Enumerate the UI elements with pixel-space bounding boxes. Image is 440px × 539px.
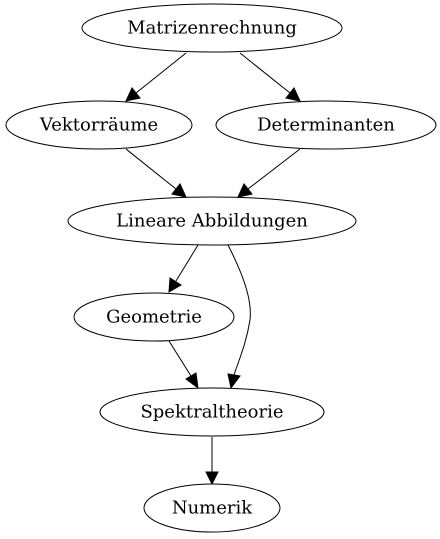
node-vektorraeume: Vektorräume	[5, 100, 193, 150]
edge-matrizenrechnung-determinanten	[239, 52, 301, 102]
node-label-vektorraeume: Vektorräume	[39, 115, 158, 136]
edge-lineare-abbildungen-geometrie	[168, 244, 199, 293]
edge-lineare-abbildungen-spektraltheorie	[227, 244, 251, 390]
node-label-geometrie: Geometrie	[106, 307, 202, 328]
node-numerik: Numerik	[143, 483, 281, 533]
node-label-lineare-abbildungen: Lineare Abbildungen	[116, 211, 308, 232]
node-label-numerik: Numerik	[172, 498, 253, 519]
edge-matrizenrechnung-vektorraeume	[125, 52, 187, 102]
node-matrizenrechnung: Matrizenrechnung	[81, 3, 343, 53]
node-lineare-abbildungen: Lineare Abbildungen	[67, 196, 357, 246]
nodes: Matrizenrechnung Vektorräume Determinant…	[5, 3, 437, 533]
node-label-matrizenrechnung: Matrizenrechnung	[127, 18, 297, 39]
node-determinanten: Determinanten	[215, 100, 437, 150]
node-geometrie: Geometrie	[73, 292, 235, 342]
node-label-spektraltheorie: Spektraltheorie	[140, 402, 283, 423]
edge-geometrie-spektraltheorie	[168, 340, 199, 390]
edges	[125, 52, 301, 486]
node-spektraltheorie: Spektraltheorie	[99, 387, 325, 437]
node-label-determinanten: Determinanten	[257, 115, 395, 136]
edge-determinanten-lineare-abbildungen	[237, 148, 301, 198]
edge-vektorraeume-lineare-abbildungen	[125, 148, 187, 198]
edge-spektraltheorie-numerik	[205, 437, 219, 486]
